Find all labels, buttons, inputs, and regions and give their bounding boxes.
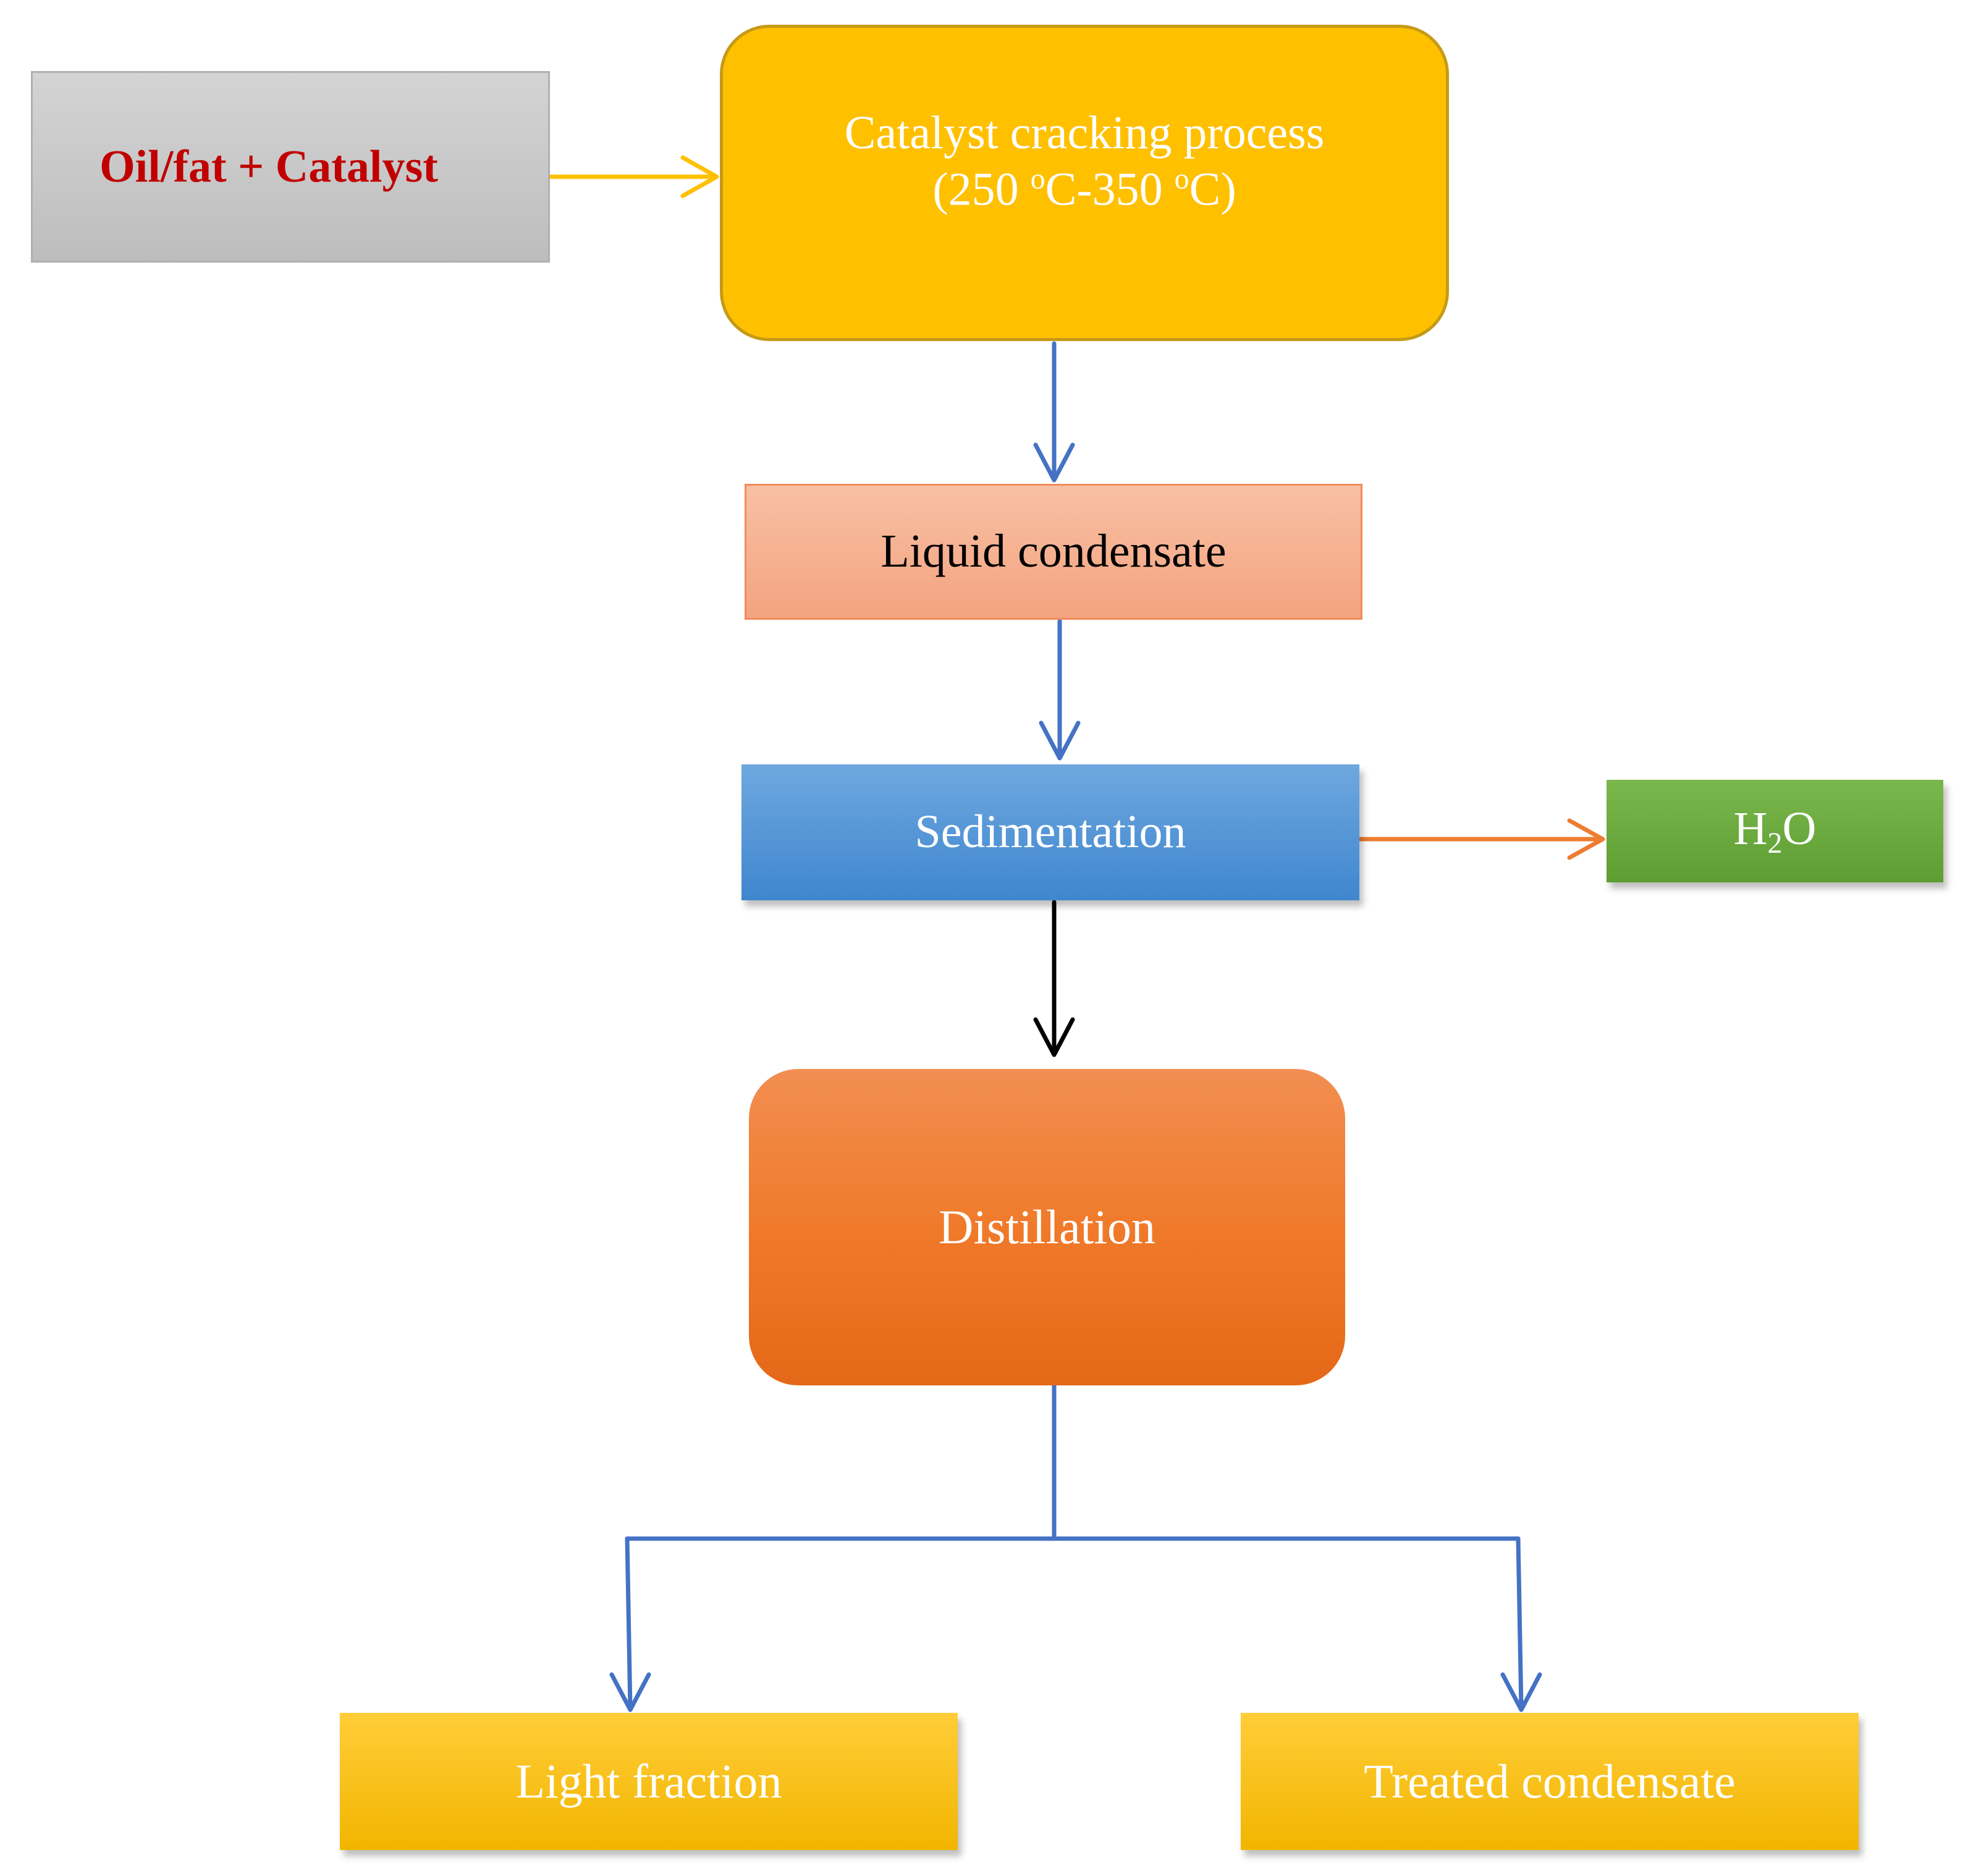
sedimentation-label: Sedimentation — [914, 806, 1186, 858]
liquid-condensate-box: Liquid condensate — [745, 484, 1362, 620]
arrow-distillation-split — [609, 1383, 1542, 1712]
liquid-condensate-label: Liquid condensate — [881, 525, 1227, 578]
cracking-title: Catalyst cracking process — [844, 106, 1325, 159]
input-box: Oil/fat + Catalyst — [31, 71, 550, 263]
arrow-sedimentation-to-distillation — [1033, 900, 1075, 1057]
water-label: H2O — [1733, 803, 1817, 860]
distillation-box: Distillation — [749, 1069, 1345, 1385]
arrow-input-to-cracking — [547, 155, 719, 198]
sedimentation-box: Sedimentation — [741, 764, 1359, 900]
cracking-process-box: Catalyst cracking process (250 oC-350 oC… — [720, 25, 1449, 341]
distillation-label: Distillation — [939, 1200, 1155, 1254]
treated-condensate-label: Treated condensate — [1364, 1754, 1736, 1809]
cracking-temperature: (250 oC-350 oC) — [932, 162, 1236, 216]
treated-condensate-box: Treated condensate — [1241, 1713, 1859, 1850]
water-box: H2O — [1607, 780, 1943, 882]
light-fraction-box: Light fraction — [340, 1713, 958, 1850]
light-fraction-label: Light fraction — [515, 1754, 782, 1809]
arrow-sedimentation-to-water — [1358, 818, 1605, 860]
arrow-cracking-to-liquid — [1033, 341, 1075, 483]
arrow-liquid-to-sedimentation — [1039, 619, 1081, 761]
input-label: Oil/fat + Catalyst — [99, 141, 438, 192]
